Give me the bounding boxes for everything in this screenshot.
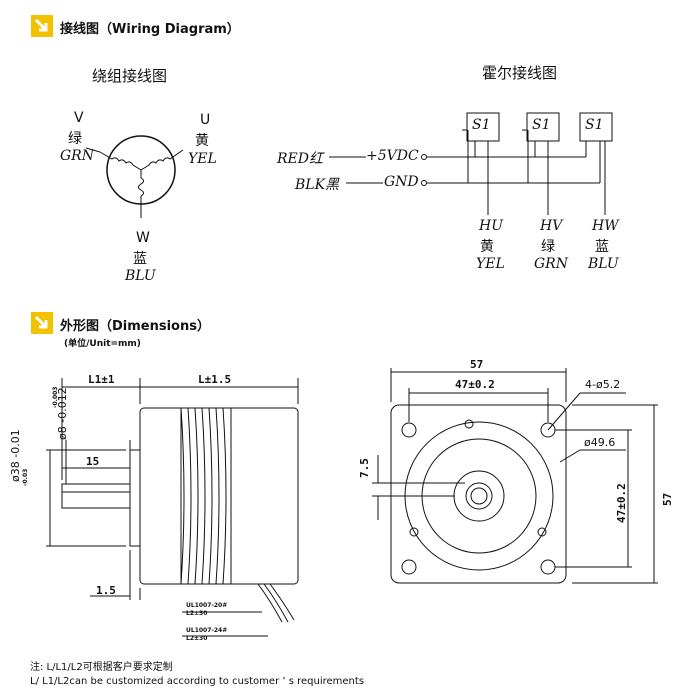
hall-sensor-1: S1	[472, 117, 491, 133]
hall-hu-cn: 黄	[480, 239, 494, 255]
hall-hw-sig: HW	[592, 218, 619, 234]
cable-24-label: UL1007-24#	[186, 627, 228, 634]
cable-24-length: L2±30	[186, 635, 208, 642]
cable-20-label: UL1007-20#	[186, 602, 228, 609]
dim-key-length: 15	[86, 455, 100, 468]
winding-w-letter: W	[136, 230, 150, 246]
winding-title: 绕组接线图	[92, 67, 168, 85]
hall-hw-en: BLU	[588, 256, 619, 272]
dim-offset: 7.5	[358, 458, 371, 478]
hall-title: 霍尔接线图	[482, 64, 558, 82]
dim-pilot-dia: ø49.6	[584, 436, 616, 449]
winding-u-en: YEL	[188, 151, 217, 167]
hall-sensor-2: S1	[532, 117, 551, 133]
note-en: L/ L1/L2can be customized according to c…	[30, 676, 365, 687]
dim-height: 57	[661, 492, 674, 506]
hall-hv-sig: HV	[540, 218, 563, 234]
dim-holes: 4-ø5.2	[585, 378, 621, 391]
dimensions-section-title: 外形图（Dimensions）	[60, 319, 210, 334]
vdc-label: +5VDC	[366, 148, 419, 164]
winding-v-cn: 绿	[68, 131, 82, 147]
cable-20-length: L2±30	[186, 610, 208, 617]
winding-u-letter: U	[200, 112, 211, 128]
dim-boss-length: 1.5	[96, 584, 116, 597]
dim-l: L±1.5	[198, 373, 232, 386]
arrow-down-right-icon	[31, 15, 53, 37]
unit-label: (单位/Unit=mm)	[64, 339, 141, 349]
note-cn: 注: L/L1/L2可根据客户要求定制	[30, 662, 173, 673]
hall-hu-sig: HU	[479, 218, 504, 234]
hall-hu-en: YEL	[476, 256, 505, 272]
winding-w-en: BLU	[125, 268, 156, 284]
hall-sensor-3: S1	[585, 117, 604, 133]
winding-u-cn: 黄	[195, 133, 209, 149]
dim-l1: L1±1	[88, 373, 115, 386]
blk-wire-label: BLK黑	[295, 177, 340, 193]
hall-hv-cn: 绿	[541, 239, 555, 255]
dim-hole-spacing-v: 47±0.2	[615, 483, 628, 523]
arrow-down-right-icon	[31, 312, 53, 334]
winding-w-cn: 蓝	[133, 251, 147, 267]
red-wire-label: RED红	[277, 151, 323, 167]
dim-hole-spacing: 47±0.2	[455, 378, 495, 391]
winding-v-letter: V	[74, 110, 84, 126]
hall-hv-en: GRN	[534, 256, 568, 272]
wiring-section-title: 接线图（Wiring Diagram）	[60, 22, 240, 37]
hall-hw-cn: 蓝	[595, 239, 609, 255]
gnd-label: GND	[384, 174, 419, 190]
dim-width: 57	[470, 358, 484, 371]
winding-v-en: GRN	[60, 148, 94, 164]
